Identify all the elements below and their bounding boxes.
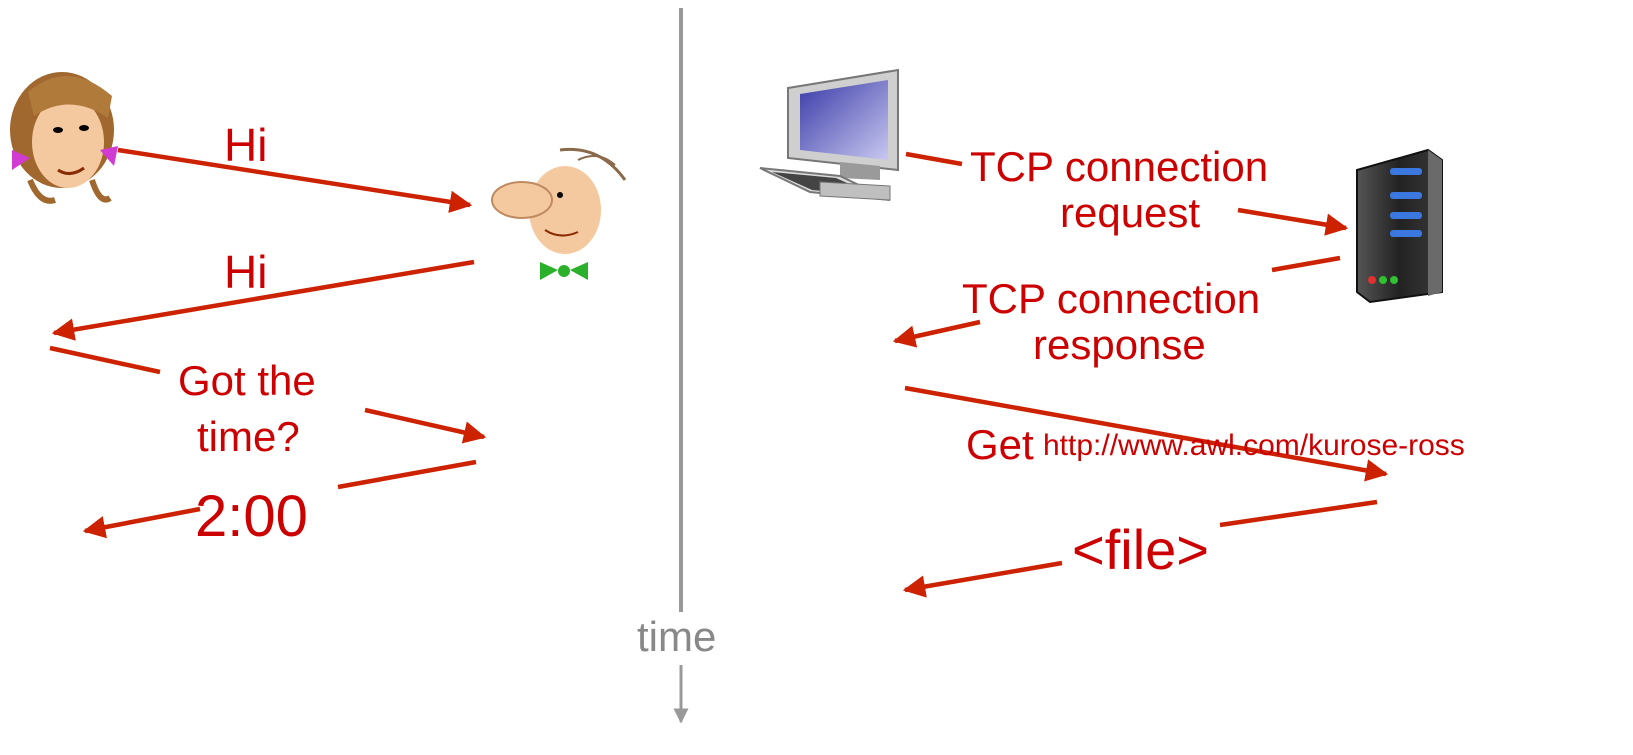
msg-file: <file> <box>1072 518 1209 581</box>
server-tower-icon <box>1356 148 1443 304</box>
msg-time-reply: 2:00 <box>195 484 308 549</box>
msg-hi-1: Hi <box>224 119 268 171</box>
arrow-got-time-a <box>49 345 161 375</box>
msg-tcp-response-line2: response <box>1033 321 1206 368</box>
arrow-hi-2 <box>51 259 475 341</box>
msg-tcp-response-line1: TCP connection <box>962 275 1261 322</box>
msg-hi-2: Hi <box>224 246 268 298</box>
timeline-label: time <box>637 613 717 660</box>
woman-avatar-icon <box>10 72 118 204</box>
msg-got-time-line2: time? <box>197 413 300 460</box>
arrow-time-reply-a <box>337 459 477 490</box>
arrow-tcp-req-a <box>905 151 963 167</box>
desktop-computer-icon <box>759 68 899 201</box>
msg-got-time-line1: Got the <box>178 357 316 404</box>
arrow-time-reply-b <box>82 506 201 539</box>
msg-get-label: Get <box>966 421 1034 468</box>
man-avatar-icon <box>491 147 627 280</box>
arrow-get <box>904 385 1389 482</box>
arrow-tcp-resp-a <box>1271 255 1341 273</box>
arrow-hi-1 <box>117 147 473 213</box>
arrow-got-time-b <box>364 407 487 444</box>
arrow-tcp-req-b <box>1237 207 1349 236</box>
arrow-file-b <box>902 560 1063 598</box>
arrow-file-a <box>1219 499 1378 528</box>
msg-tcp-request-line1: TCP connection <box>970 143 1269 190</box>
msg-tcp-request-line2: request <box>1060 189 1201 236</box>
msg-get-url: http://www.awl.com/kurose-ross <box>1043 429 1465 462</box>
arrow-tcp-resp-b <box>892 319 981 348</box>
